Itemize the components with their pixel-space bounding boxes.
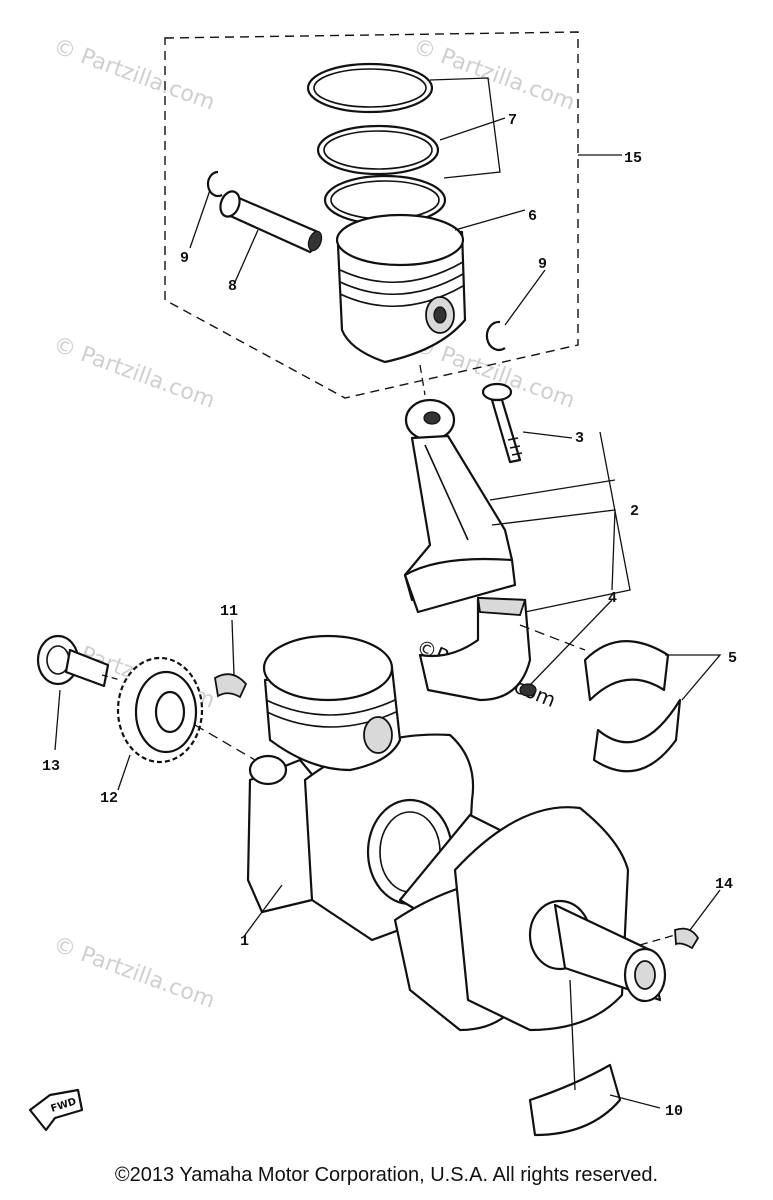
circlip-right <box>485 320 506 351</box>
copyright-notice: ©2013 Yamaha Motor Corporation, U.S.A. A… <box>114 1164 659 1186</box>
watermark-6: © Partzilla.com <box>50 932 218 1014</box>
connecting-rod <box>403 398 517 614</box>
circlip-left <box>206 170 223 198</box>
callouts: 1 2 3 4 5 6 7 8 9 9 10 11 12 13 14 15 <box>42 112 737 1120</box>
connecting-rod-bearings <box>583 640 682 773</box>
timing-gear <box>116 656 204 764</box>
piston-pin <box>219 190 323 254</box>
piston <box>335 213 467 364</box>
callout-7: 7 <box>508 112 517 129</box>
crankshaft-main-bearing <box>528 1063 622 1137</box>
crankshaft <box>246 634 667 1032</box>
leader-lines <box>54 77 722 1109</box>
callout-1: 1 <box>240 933 249 950</box>
watermark-2: © Partzilla.com <box>410 34 578 116</box>
callout-3: 3 <box>575 430 584 447</box>
callout-11: 11 <box>220 603 238 620</box>
piston-assembly-boundary <box>164 31 579 399</box>
callout-4: 4 <box>608 590 617 607</box>
callout-14: 14 <box>715 876 733 893</box>
woodruff-key-14 <box>674 927 700 950</box>
callout-12: 12 <box>100 790 118 807</box>
fwd-arrow-icon: FWD <box>28 1088 84 1132</box>
callout-8: 8 <box>228 278 237 295</box>
piston-rings <box>306 62 447 226</box>
callout-6: 6 <box>528 208 537 225</box>
watermark-3: © Partzilla.com <box>50 332 218 414</box>
woodruff-key-11 <box>214 673 248 699</box>
timing-gear-bolt <box>36 634 110 688</box>
callout-15: 15 <box>624 150 642 167</box>
connecting-rod-bolt <box>481 382 523 464</box>
callout-5: 5 <box>728 650 737 667</box>
watermark-1: © Partzilla.com <box>50 34 218 116</box>
callout-10: 10 <box>665 1103 683 1120</box>
callout-13: 13 <box>42 758 60 775</box>
callout-9-right: 9 <box>538 256 547 273</box>
callout-9-left: 9 <box>180 250 189 267</box>
rod-cap <box>418 596 537 702</box>
callout-2: 2 <box>630 503 639 520</box>
